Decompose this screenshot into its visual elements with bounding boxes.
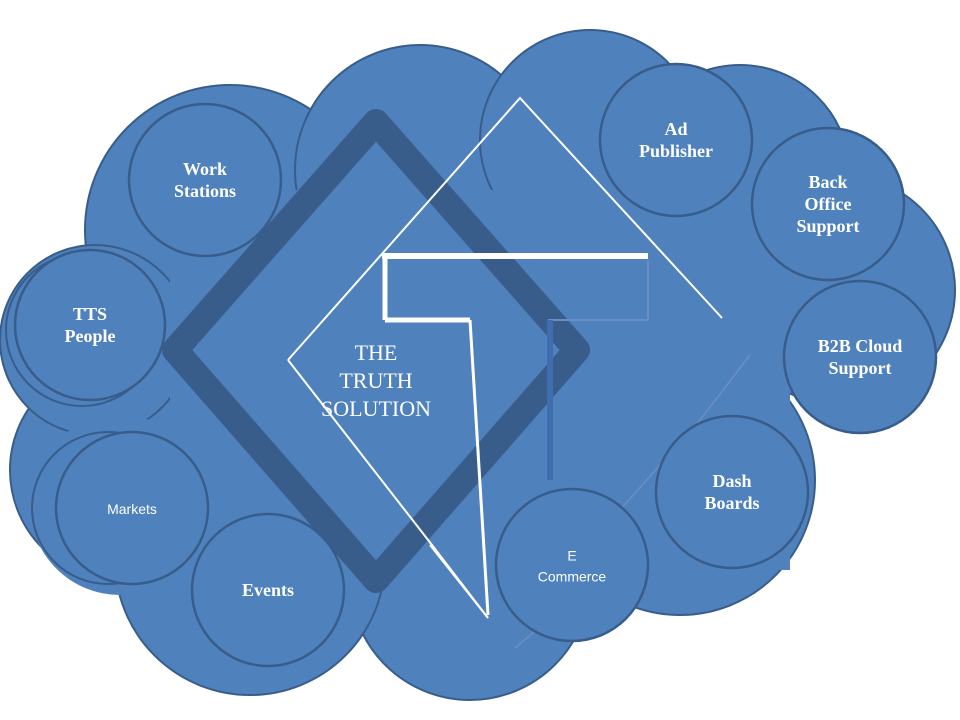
node-e-commerce: E Commerce <box>494 487 650 643</box>
node-circle <box>127 102 283 258</box>
seven-symbol <box>382 253 649 616</box>
node-label-line: People <box>65 326 116 346</box>
node-events: Events <box>190 512 346 668</box>
node-markets: Markets <box>31 430 210 586</box>
node-label-line: Support <box>828 358 891 378</box>
node-circle <box>598 62 754 218</box>
node-circle <box>54 430 210 586</box>
node-circle <box>494 487 650 643</box>
node-label-line: Dash <box>712 471 751 491</box>
node-circle <box>190 512 346 668</box>
kite-lines <box>287 96 751 649</box>
node-label-line: Markets <box>107 501 157 517</box>
node-circle <box>13 248 167 402</box>
dark-diamond <box>162 109 590 593</box>
node-label-line: Boards <box>704 493 759 513</box>
node-label: Events <box>242 580 294 600</box>
node-circle <box>750 126 906 282</box>
node-label-line: E <box>567 548 576 564</box>
node-label-line: Publisher <box>639 141 713 161</box>
node-circle <box>654 414 810 570</box>
center-title-line: SOLUTION <box>321 396 431 421</box>
node-label-line: B2B Cloud <box>818 336 903 356</box>
node-label-line: Events <box>242 580 294 600</box>
node-label: E Commerce <box>538 548 607 585</box>
node-label-line: Stations <box>174 181 236 201</box>
node-label-line: Commerce <box>538 569 607 585</box>
center-title-line: TRUTH <box>339 368 412 393</box>
node-label-line: Support <box>796 216 859 236</box>
node-label-line: Work <box>183 159 227 179</box>
center-title-line: THE <box>355 340 398 365</box>
node-label-line: Office <box>805 194 852 214</box>
node-label-line: TTS <box>73 304 107 324</box>
node-label-line: Ad <box>664 119 687 139</box>
center-title: THE TRUTH SOLUTION <box>321 340 431 421</box>
node-circle <box>782 279 938 435</box>
node-label: Markets <box>107 501 157 517</box>
node-label-line: Back <box>808 172 847 192</box>
